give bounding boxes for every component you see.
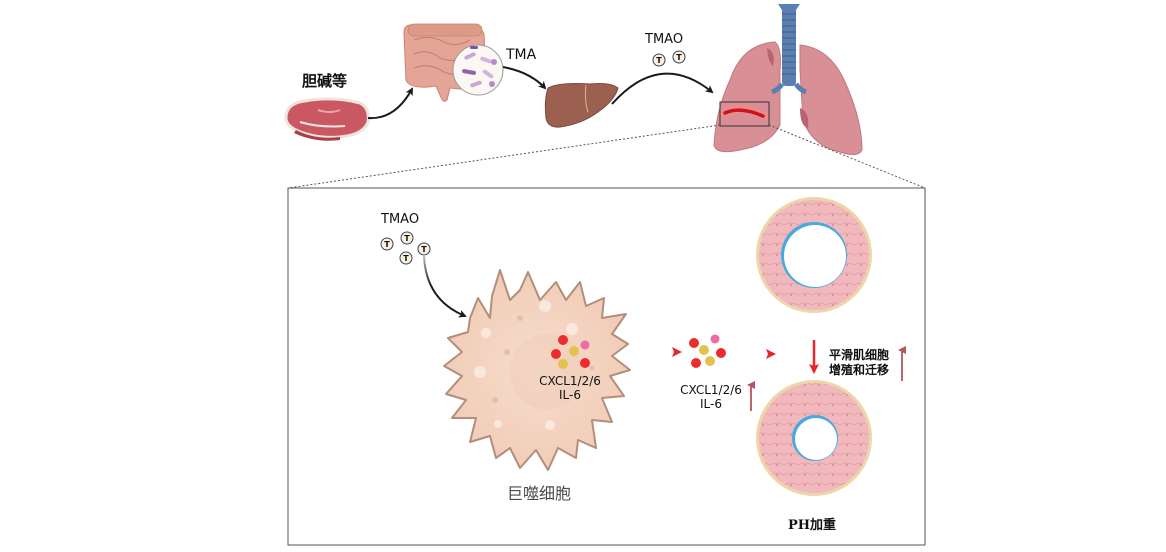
tma-label: TMA — [506, 47, 537, 63]
tmao-molecule-icon — [417, 242, 431, 256]
cell-cytokine-label-line2: IL-6 — [559, 388, 581, 402]
zoom-line-right — [768, 124, 926, 189]
tmao-molecule-icon — [652, 53, 666, 67]
tmao-molecule-icon — [400, 231, 414, 245]
tmao-molecule-symbol: T — [403, 254, 409, 263]
lungs-icon — [713, 4, 863, 156]
smc-label-line2: 增殖和迁移 — [829, 363, 890, 377]
arrow-food-to-gut — [367, 87, 413, 120]
remodeled-pulmonary-artery-cross-section — [756, 380, 872, 496]
macrophage-cell-icon — [443, 269, 631, 471]
secreted-cytokine-label: CXCL1/2/6 IL-6 — [676, 383, 746, 411]
pulmonary-artery-highlight — [719, 101, 770, 127]
cytokine-cluster-secreted — [689, 334, 726, 368]
arrow-liver-to-lung — [611, 72, 714, 105]
tmao-label-top: TMAO — [645, 32, 684, 47]
tmao-label-inset: TMAO — [381, 212, 420, 227]
cytokine-cluster-intracellular — [551, 335, 590, 369]
secreted-cytokine-label-line1: CXCL1/2/6 — [680, 383, 742, 397]
tmao-molecule-group — [380, 231, 431, 265]
zoom-line-left — [287, 124, 721, 189]
gut-bacteria-magnified-icon — [452, 44, 504, 96]
tmao-molecule-icon — [672, 50, 686, 64]
tmao-molecule-symbol: T — [384, 240, 390, 249]
cell-cytokine-label: CXCL1/2/6 IL-6 — [535, 374, 605, 402]
tmao-molecule-symbol: T — [656, 56, 662, 65]
ph-aggravation-label: PH加重 — [788, 518, 837, 533]
tmao-molecule-symbol: T — [404, 234, 410, 243]
smc-label-line1: 平滑肌细胞 — [829, 348, 890, 362]
tmao-molecule-symbol: T — [676, 53, 682, 62]
tmao-molecule-symbol: T — [421, 245, 427, 254]
cell-cytokine-label-line1: CXCL1/2/6 — [539, 374, 601, 388]
tmao-molecule-icon — [399, 251, 413, 265]
tmao-molecule-icon — [380, 237, 394, 251]
normal-pulmonary-artery-cross-section — [756, 197, 872, 313]
choline-label: 胆碱等 — [302, 72, 348, 90]
arrow-gut-to-liver — [502, 66, 547, 90]
macrophage-label: 巨噬细胞 — [507, 484, 572, 503]
liver-icon — [544, 83, 619, 128]
arrow-tmao-to-macrophage — [423, 255, 467, 318]
meat-icon — [284, 97, 370, 141]
secreted-cytokine-label-line2: IL-6 — [700, 397, 722, 411]
smc-proliferation-label: 平滑肌细胞 增殖和迁移 — [829, 348, 889, 378]
